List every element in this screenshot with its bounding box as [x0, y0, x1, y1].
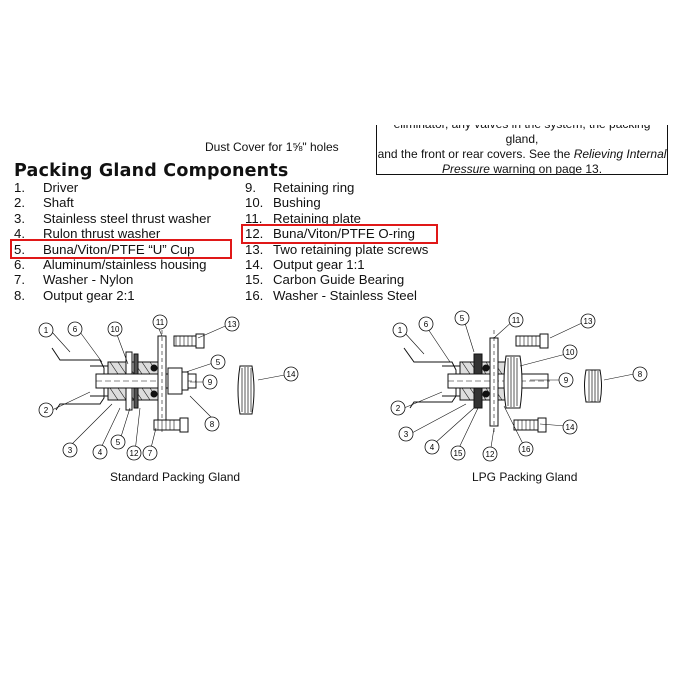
lpg-gland-caption: LPG Packing Gland: [472, 470, 578, 484]
callout-4: 4: [98, 448, 103, 457]
warning-line-3: Pressure warning on page 13.: [441, 162, 603, 175]
callout-9: 9: [208, 378, 213, 387]
callout-1: 1: [44, 326, 49, 335]
lpg-callout-8: 8: [638, 370, 643, 379]
callout-8: 8: [210, 420, 215, 429]
lpg-callout-13: 13: [584, 317, 593, 326]
warning-box: eliminator, any valves in the system, th…: [376, 125, 668, 175]
standard-gland-caption: Standard Packing Gland: [110, 470, 241, 484]
standard-packing-gland-diagram: 1 6 10 11 13 5 9 2 3 4 5 12 7 8 14: [38, 314, 299, 461]
warning-line-2: and the front or rear covers. See the Re…: [377, 147, 667, 161]
callout-6: 6: [73, 325, 78, 334]
lpg-packing-gland-diagram: 1 6 5 11 13 10 9 8 2 3 4 15 12 16 14: [390, 310, 648, 462]
lpg-callout-12: 12: [486, 450, 495, 459]
callout-10: 10: [111, 325, 120, 334]
lpg-callout-1: 1: [398, 326, 403, 335]
callout-7: 7: [148, 449, 153, 458]
lpg-callout-6: 6: [424, 320, 429, 329]
dust-cover-caption: Dust Cover for 1⅝" holes: [205, 140, 339, 154]
lpg-callout-5: 5: [460, 314, 465, 323]
lpg-callout-3: 3: [404, 430, 409, 439]
standard-callouts: 1 6 10 11 13 5 9 2 3 4 5 12 7 8 14: [38, 314, 299, 461]
warning-line-1: eliminator, any valves in the system, th…: [394, 125, 651, 146]
lpg-callout-2: 2: [396, 404, 401, 413]
lpg-callout-16: 16: [522, 445, 531, 454]
lpg-callout-4: 4: [430, 443, 435, 452]
callout-3: 3: [68, 446, 73, 455]
lpg-callout-15: 15: [454, 449, 463, 458]
lpg-callout-14: 14: [566, 423, 575, 432]
callout-14: 14: [287, 370, 296, 379]
callout-13: 13: [228, 320, 237, 329]
callout-5a: 5: [216, 358, 221, 367]
callout-5b: 5: [116, 438, 121, 447]
lpg-callout-10: 10: [566, 348, 575, 357]
callout-11: 11: [156, 318, 165, 327]
highlight-box-o-ring: [241, 224, 438, 244]
lpg-callout-11: 11: [512, 316, 521, 325]
section-title: Packing Gland Components: [14, 161, 289, 181]
warning-italic-2: Pressure: [441, 162, 490, 175]
callout-2: 2: [44, 406, 49, 415]
callout-12: 12: [130, 449, 139, 458]
highlight-box-uc-cup: [10, 239, 232, 259]
lpg-callouts: 1 6 5 11 13 10 9 8 2 3 4 15 12 16 14: [390, 310, 648, 462]
lpg-callout-9: 9: [564, 376, 569, 385]
warning-italic-1: Relieving Internal: [573, 147, 667, 161]
